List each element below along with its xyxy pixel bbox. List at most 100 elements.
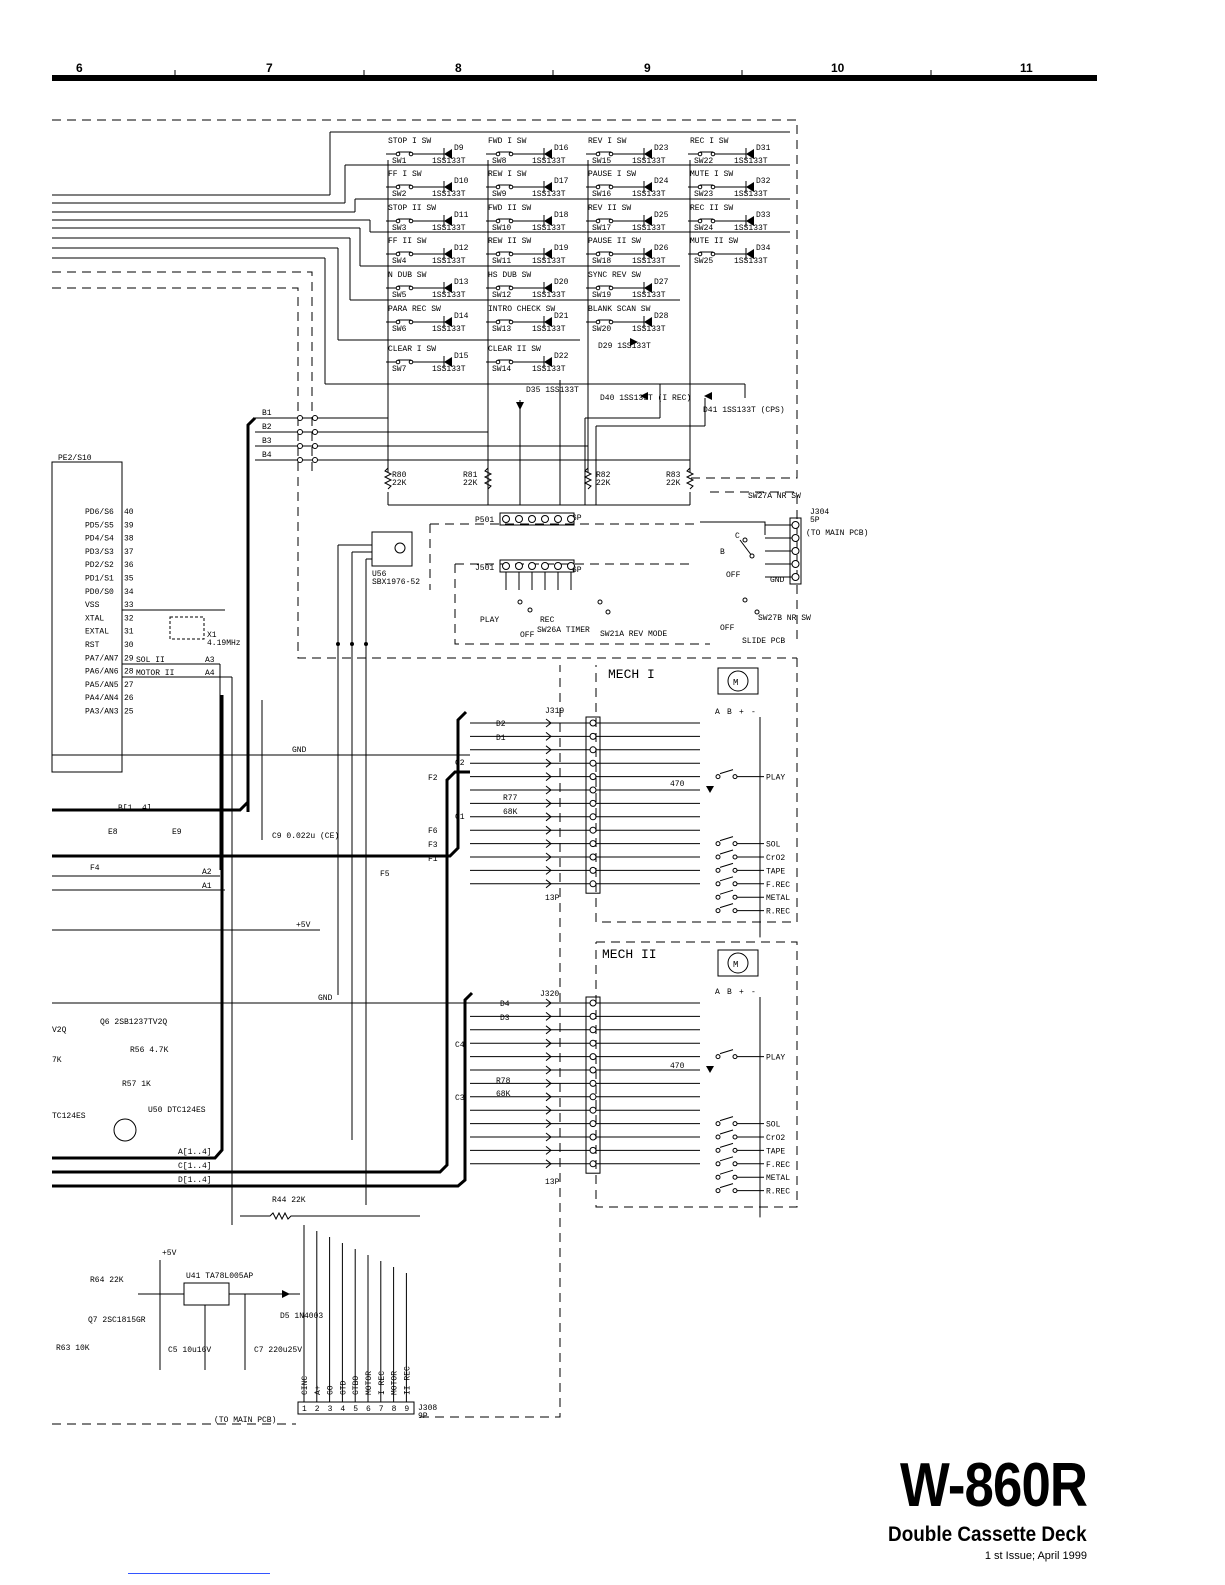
mcu-pin-name: PD5/S5 xyxy=(85,521,114,530)
pin-contact xyxy=(589,1120,597,1128)
mech-output-label: PLAY xyxy=(766,1054,785,1063)
mcu-pin-number: 36 xyxy=(124,561,134,570)
diode-icon xyxy=(644,317,652,327)
switch-ref: SW7 xyxy=(392,365,407,374)
mech1-wire: F2 xyxy=(428,774,438,783)
resistor-ref: R83 xyxy=(666,471,681,480)
mcu-pin-name: PD4/S4 xyxy=(85,535,114,544)
j308-signal: GTBO xyxy=(352,1376,361,1395)
pin-contact xyxy=(589,759,597,767)
mech2-title: MECH II xyxy=(602,947,657,962)
mcu-pin-name: PA7/AN7 xyxy=(85,654,119,663)
diode-icon xyxy=(644,182,652,192)
resistor-value: 22K xyxy=(392,479,407,488)
q7-label: Q7 2SC1815GR xyxy=(88,1316,146,1325)
r56-label: R56 4.7K xyxy=(130,1046,169,1055)
diode-icon xyxy=(444,216,452,226)
j501-label: J501 xyxy=(475,564,494,573)
mech-output-label: PLAY xyxy=(766,774,785,783)
c7-label: C7 220u25V xyxy=(254,1346,302,1355)
switch-ref: SW17 xyxy=(592,224,611,233)
diode-ref: D17 xyxy=(554,177,569,186)
j308-pin-number: 4 xyxy=(340,1405,345,1414)
svg-text:M: M xyxy=(733,960,738,970)
matrix-row-wires xyxy=(52,131,790,398)
diode-icon xyxy=(640,392,648,400)
mech1-title: MECH I xyxy=(608,667,655,682)
d41-label: D41 1SS133T (CPS) xyxy=(703,406,785,415)
resistor-ref: R81 xyxy=(463,471,478,480)
mcu-pin-number: 39 xyxy=(124,521,134,530)
j308-dest: (TO MAIN PCB) xyxy=(214,1416,276,1425)
diode-icon xyxy=(544,249,552,259)
diode-icon xyxy=(544,149,552,159)
pin-contact xyxy=(502,515,510,523)
diode-ref: D11 xyxy=(454,211,469,220)
diode-ref: D21 xyxy=(554,312,569,321)
diode-ref: D32 xyxy=(756,177,771,186)
j308-signal: GO xyxy=(327,1385,336,1395)
motor-pin-label: + xyxy=(739,988,744,997)
issue-date: 1 st Issue; April 1999 xyxy=(984,1550,1087,1562)
diode-part: 1SS133T xyxy=(532,325,566,334)
mcu-pin-number: 29 xyxy=(124,654,134,663)
pin-contact xyxy=(567,515,575,523)
mech-output-label: F.REC xyxy=(766,1161,790,1170)
diode-part: 1SS133T xyxy=(632,325,666,334)
mcu-pin-name: PD2/S2 xyxy=(85,561,114,570)
diode-icon xyxy=(444,182,452,192)
motor-pin-label: - xyxy=(751,988,756,997)
mech1-wire: C1 xyxy=(455,813,465,822)
diode-part: 1SS133T xyxy=(632,224,666,233)
diode-icon xyxy=(746,249,754,259)
pin-contact xyxy=(589,853,597,861)
diode-ref: D23 xyxy=(654,144,669,153)
switch-name: MUTE II SW xyxy=(690,237,738,246)
diode-part: 1SS133T xyxy=(532,291,566,300)
product-subtitle: Double Cassette Deck xyxy=(888,1523,1087,1546)
f4-label: F4 xyxy=(90,864,100,873)
motor-signal: MOTOR II xyxy=(136,669,174,678)
pin-contact xyxy=(589,719,597,727)
mech-output-label: SOL xyxy=(766,1121,781,1130)
play-label: PLAY xyxy=(480,616,499,625)
pin-contact xyxy=(791,547,800,555)
pin-contact xyxy=(554,515,562,523)
j308-signal: A+ xyxy=(314,1385,323,1395)
pin-contact xyxy=(589,746,597,754)
diode-icon xyxy=(444,149,452,159)
j308-pin-number: 2 xyxy=(315,1405,320,1414)
p501-label: P501 xyxy=(475,516,494,525)
column-number: 11 xyxy=(1020,61,1033,75)
mech2-wire: C4 xyxy=(455,1041,465,1050)
r63-label: R63 10K xyxy=(56,1344,90,1353)
switch-ref: SW3 xyxy=(392,224,407,233)
a4-signal: A4 xyxy=(205,669,215,678)
switch-name: REV II SW xyxy=(588,204,631,213)
diode-part: 1SS133T xyxy=(532,257,566,266)
j308-pin-number: 8 xyxy=(392,1405,397,1414)
gnd-net-label-2: GND xyxy=(318,994,333,1003)
j320-pincount: 13P xyxy=(545,1178,560,1187)
mech1-section: MECH I M J319 13P D2 D1 F2 C2 C1 F6 F3 F… xyxy=(428,667,759,903)
j308-pin-number: 3 xyxy=(328,1405,333,1414)
pin-contact xyxy=(589,1079,597,1087)
diode-part: 1SS133T xyxy=(532,365,566,374)
mech1-wire: C2 xyxy=(455,759,465,768)
mcu-pin-name: XTAL xyxy=(85,614,104,623)
d29-label: D29 1SS133T xyxy=(598,342,651,351)
mech-output-label: R.REC xyxy=(766,1188,790,1197)
opt-b-label: B xyxy=(720,548,725,557)
pin-contact xyxy=(528,515,536,523)
diode-ref: D25 xyxy=(654,211,669,220)
d35-label: D35 1SS133T xyxy=(526,386,579,395)
pin-contact xyxy=(589,813,597,821)
footer-rule xyxy=(128,1573,270,1574)
